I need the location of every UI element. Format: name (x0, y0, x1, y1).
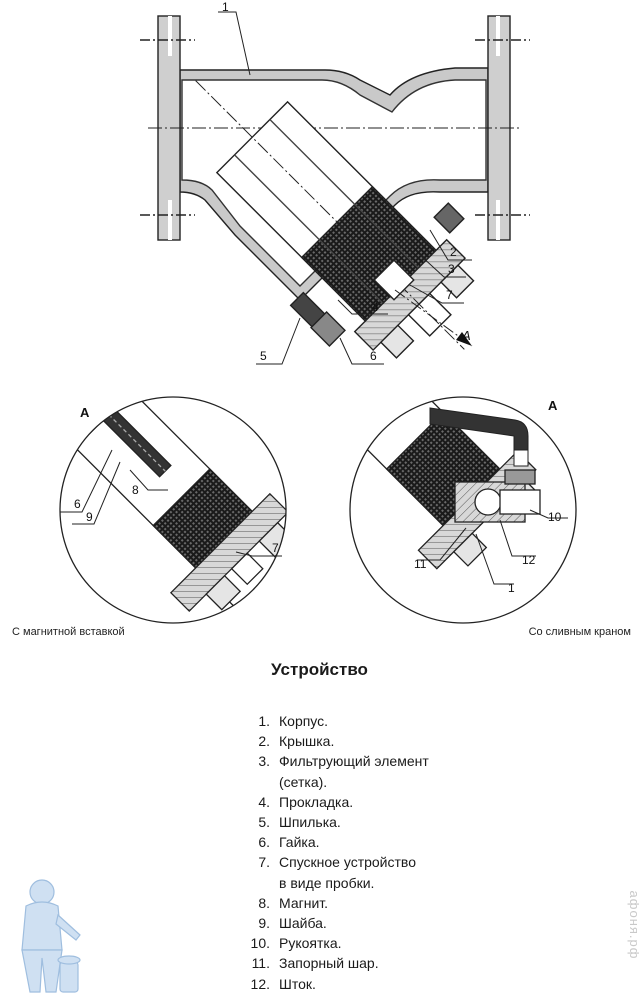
detail-right-view-label: А (548, 398, 558, 413)
callout-left-9: 9 (86, 510, 93, 524)
callout-main-6: 6 (370, 349, 377, 363)
list-item: 3. Фильтрующий элемент (сетка). (240, 751, 429, 791)
item-number: 6. (258, 834, 270, 851)
plumber-mascot-icon (21, 879, 81, 993)
main-view (140, 11, 530, 365)
item-text: Запорный шар. (279, 955, 379, 972)
list-item: 12. Шток. (240, 974, 429, 994)
item-number: 4. (258, 793, 270, 810)
ball-valve (474, 488, 502, 516)
item-text: Рукоятка. (279, 935, 342, 952)
item-text: Гайка. (279, 834, 320, 851)
callout-main-4: 4 (372, 300, 379, 314)
item-number: 7. (258, 854, 270, 871)
caption-drain-valve: Со сливным краном (528, 626, 631, 638)
callout-right-12: 12 (522, 553, 536, 567)
detail-drain-valve (349, 396, 577, 624)
list-item: 4. Прокладка. (240, 792, 429, 812)
item-text: Корпус. (279, 713, 329, 729)
callout-main-7: 7 (446, 288, 453, 302)
detail-left-view-label: А (80, 405, 90, 420)
callout-right-10: 10 (548, 510, 562, 524)
item-text: Шпилька. (279, 814, 341, 831)
item-number: 10. (250, 935, 270, 952)
item-number: 1. (258, 713, 270, 729)
watermark-text: афоня.рф (627, 891, 639, 960)
detail-magnetic-insert (59, 396, 287, 624)
caption-magnetic-insert: С магнитной вставкой (12, 626, 125, 638)
item-text: Спускное устройство в виде пробки. (279, 854, 416, 891)
callout-main-3: 3 (448, 262, 455, 276)
item-text: Магнит. (279, 894, 329, 911)
item-text: Шайба. (279, 915, 327, 932)
filter-diagram: 1 2 3 7 4 5 6 A А (59, 0, 577, 624)
callout-right-1: 1 (508, 581, 515, 595)
item-number: 8. (258, 894, 270, 911)
list-item: 6. Гайка. (240, 832, 429, 852)
list-item: 7. Спускное устройство в виде пробки. (240, 852, 429, 892)
parts-list: 1. Корпус. 2. Крышка. 3. Фильтрующий элемен… (240, 711, 429, 994)
item-number: 9. (258, 915, 270, 932)
detail-left-frame (59, 396, 287, 624)
callout-left-6: 6 (74, 497, 81, 511)
callout-main-2: 2 (450, 245, 457, 259)
item-number: 5. (258, 814, 270, 831)
item-text: Прокладка. (279, 793, 354, 810)
callout-main-5: 5 (260, 349, 267, 363)
list-item: 9. Шайба. (240, 913, 429, 933)
item-text: Фильтрующий элемент (сетка). (279, 753, 429, 790)
item-number: 2. (258, 733, 270, 750)
item-number: 12. (250, 975, 270, 992)
section-title: Устройство (271, 660, 368, 679)
list-item: 11. Запорный шар. (240, 953, 429, 973)
list-item: 2. Крышка. (240, 731, 429, 751)
list-item: 1. Корпус. (240, 711, 429, 731)
item-number: 3. (258, 753, 270, 770)
list-item: 8. Магнит. (240, 893, 429, 913)
list-item: 5. Шпилька. (240, 812, 429, 832)
item-text: Крышка. (279, 733, 335, 750)
view-arrow-label: A (461, 328, 471, 343)
item-number: 11. (251, 955, 270, 972)
callout-left-7: 7 (272, 541, 279, 555)
callout-main-1: 1 (222, 0, 229, 14)
list-item: 10. Рукоятка. (240, 933, 429, 953)
callout-right-11: 11 (414, 557, 427, 571)
item-text: Шток. (279, 975, 316, 992)
valve-handle (429, 407, 529, 451)
callout-left-8: 8 (132, 483, 139, 497)
detail-right-frame (349, 396, 577, 624)
